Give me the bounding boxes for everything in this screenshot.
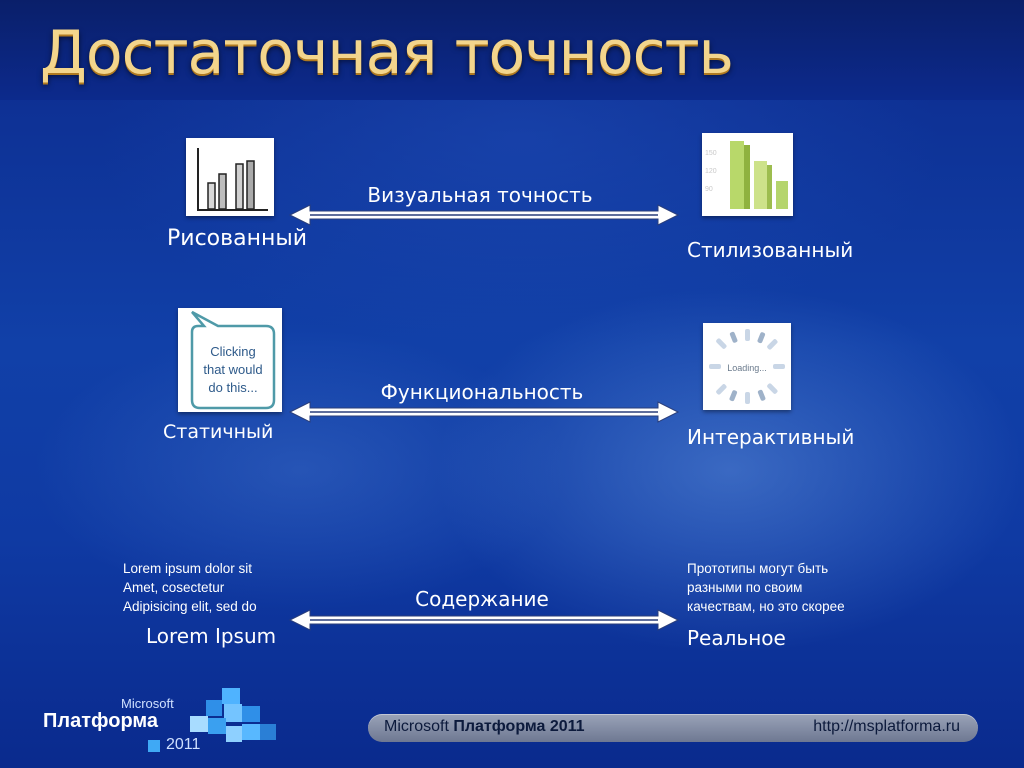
double-arrow-content — [288, 609, 680, 631]
footer-bar: Microsoft Платформа 2011 http://msplatfo… — [368, 714, 978, 742]
axis-label-content: Содержание — [415, 587, 549, 611]
bubble-line-2: that would — [203, 362, 262, 377]
logo-square-icon — [148, 740, 160, 752]
footer-brand: Microsoft Платформа 2011 — [384, 718, 585, 736]
label-real: Реальное — [687, 626, 786, 650]
bubble-line-1: Clicking — [210, 344, 256, 359]
loading-text: Loading... — [727, 363, 767, 373]
prototype-line-1: Прототипы могут быть — [687, 561, 829, 576]
label-styled: Стилизованный — [687, 238, 854, 262]
logo-platform-text: Платформа — [43, 710, 159, 732]
axis-label-functional: Функциональность — [380, 380, 584, 404]
label-lorem-ipsum: Lorem Ipsum — [146, 624, 277, 648]
slide-title: Достаточная точность — [40, 18, 734, 88]
axis-label-visual: Визуальная точность — [367, 183, 593, 207]
logo-year-text: 2011 — [166, 736, 201, 753]
lorem-line-1: Lorem ipsum dolor sit — [123, 561, 253, 576]
lorem-line-2: Amet, cosectetur — [123, 580, 225, 595]
logo-microsoft-text: Microsoft — [121, 696, 174, 711]
double-arrow-visual — [288, 204, 680, 226]
footer-brand-name: Платформа 2011 — [453, 718, 585, 735]
label-sketched: Рисованный — [167, 226, 308, 251]
lorem-line-3: Adipisicing elit, sed do — [123, 599, 257, 614]
label-static: Статичный — [163, 421, 274, 443]
double-arrow-functional — [288, 401, 680, 423]
label-interactive: Интерактивный — [687, 425, 855, 449]
svg-text:90: 90 — [705, 186, 713, 193]
footer-url-link[interactable]: http://msplatforma.ru — [813, 718, 960, 735]
footer-brand-prefix: Microsoft — [384, 718, 449, 735]
prototype-line-2: разными по своим — [687, 580, 803, 595]
styled-chart-image: 150 120 90 — [702, 133, 793, 216]
svg-text:150: 150 — [705, 150, 717, 157]
logo-cubes-icon — [190, 688, 276, 742]
loading-spinner-image: Loading... — [703, 323, 791, 410]
sketch-chart-image — [186, 138, 274, 216]
title-band — [0, 0, 1024, 100]
speech-bubble-image: Clicking that would do this... — [178, 308, 282, 412]
bubble-line-3: do this... — [208, 380, 257, 395]
prototype-line-3: качествам, но это скорее — [687, 599, 845, 614]
svg-text:120: 120 — [705, 168, 717, 175]
